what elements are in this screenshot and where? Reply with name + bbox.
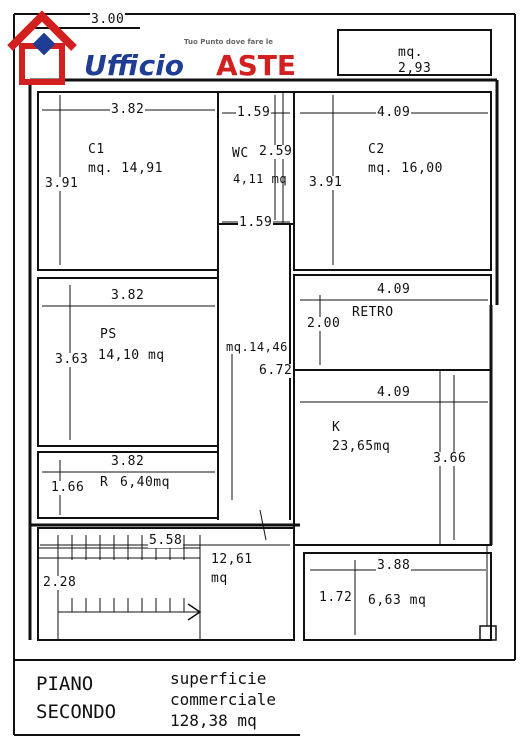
dim-k-width: 4.09: [376, 385, 412, 400]
dim-r-height: 1.66: [50, 480, 86, 495]
logo-word-aste: ASTE: [216, 49, 297, 82]
surface-value: 128,38 mq: [170, 711, 257, 730]
dim-corridor-length: 6.72: [258, 363, 294, 378]
top-right-area: 2,93: [398, 61, 432, 76]
dim-c2-height: 3.91: [308, 175, 344, 190]
room-retro-name: RETRO: [352, 305, 394, 320]
dim-wc-height: 2.59: [258, 144, 294, 159]
room-c2-area: mq. 16,00: [368, 161, 443, 176]
floor-label-line1: PIANO: [36, 673, 94, 695]
room-c2-outline: [293, 91, 492, 271]
dim-c1-height: 3.91: [44, 176, 80, 191]
dim-r-width: 3.82: [110, 454, 146, 469]
top-right-area-prefix: mq.: [398, 45, 423, 60]
room-ps-name: PS: [100, 327, 117, 342]
room-c1-name: C1: [88, 142, 105, 157]
room-r-outline: [37, 451, 219, 519]
room-wc-name: WC: [232, 146, 249, 161]
room-k-outline: [293, 369, 492, 546]
logo-word-ufficio: Ufficio: [84, 49, 185, 82]
dim-stairs-width: 5.58: [148, 533, 184, 548]
dim-c1-width: 3.82: [110, 102, 146, 117]
room-k-name: K: [332, 420, 341, 435]
dim-ps-width: 3.82: [110, 288, 146, 303]
floor-label-line2: SECONDO: [36, 701, 117, 723]
stairs-area-unit: mq: [210, 571, 229, 586]
stairwell-outline: [37, 527, 295, 641]
room-wc-area: 4,11 mq: [233, 172, 288, 186]
logo-tagline: Tuo Punto dove fare le: [184, 38, 274, 46]
vent-box-icon: [479, 625, 497, 641]
room-r-area: 6,40mq: [120, 475, 170, 490]
dim-k-height: 3.66: [432, 451, 468, 466]
balcony-top-right: [337, 29, 492, 76]
surface-label-line2: commerciale: [170, 690, 276, 709]
room-c1-area: mq. 14,91: [88, 161, 163, 176]
dim-wc-width-top: 1.59: [236, 105, 272, 120]
dim-bottom-right-height: 1.72: [318, 590, 354, 605]
stair-arrow-icon: [187, 603, 202, 621]
room-bottom-right-outline: [303, 552, 492, 641]
stair-steps: [38, 509, 290, 640]
bottom-right-area: 6,63 mq: [368, 593, 427, 608]
ufficio-aste-logo: Tuo Punto dove fare le Ufficio ASTE: [6, 6, 306, 88]
house-logo-icon: [7, 10, 77, 85]
dim-c2-width: 4.09: [376, 105, 412, 120]
dim-top-left-width: 3.00: [90, 12, 126, 27]
dim-retro-width: 4.09: [376, 282, 412, 297]
room-k-area: 23,65mq: [332, 439, 391, 454]
dim-retro-height: 2.00: [306, 316, 342, 331]
corridor-area: mq.14,46: [225, 340, 289, 354]
surface-label-line1: superficie: [170, 669, 267, 688]
dim-bottom-right-width: 3.88: [376, 558, 412, 573]
dim-stairs-height: 2.28: [42, 575, 78, 590]
room-r-name: R: [100, 475, 109, 490]
dim-ps-height: 3.63: [54, 352, 90, 367]
room-ps-area: 14,10 mq: [98, 348, 165, 363]
stairs-area: 12,61: [210, 552, 254, 567]
room-c2-name: C2: [368, 142, 385, 157]
dim-wc-width-bottom: 1.59: [238, 215, 274, 230]
